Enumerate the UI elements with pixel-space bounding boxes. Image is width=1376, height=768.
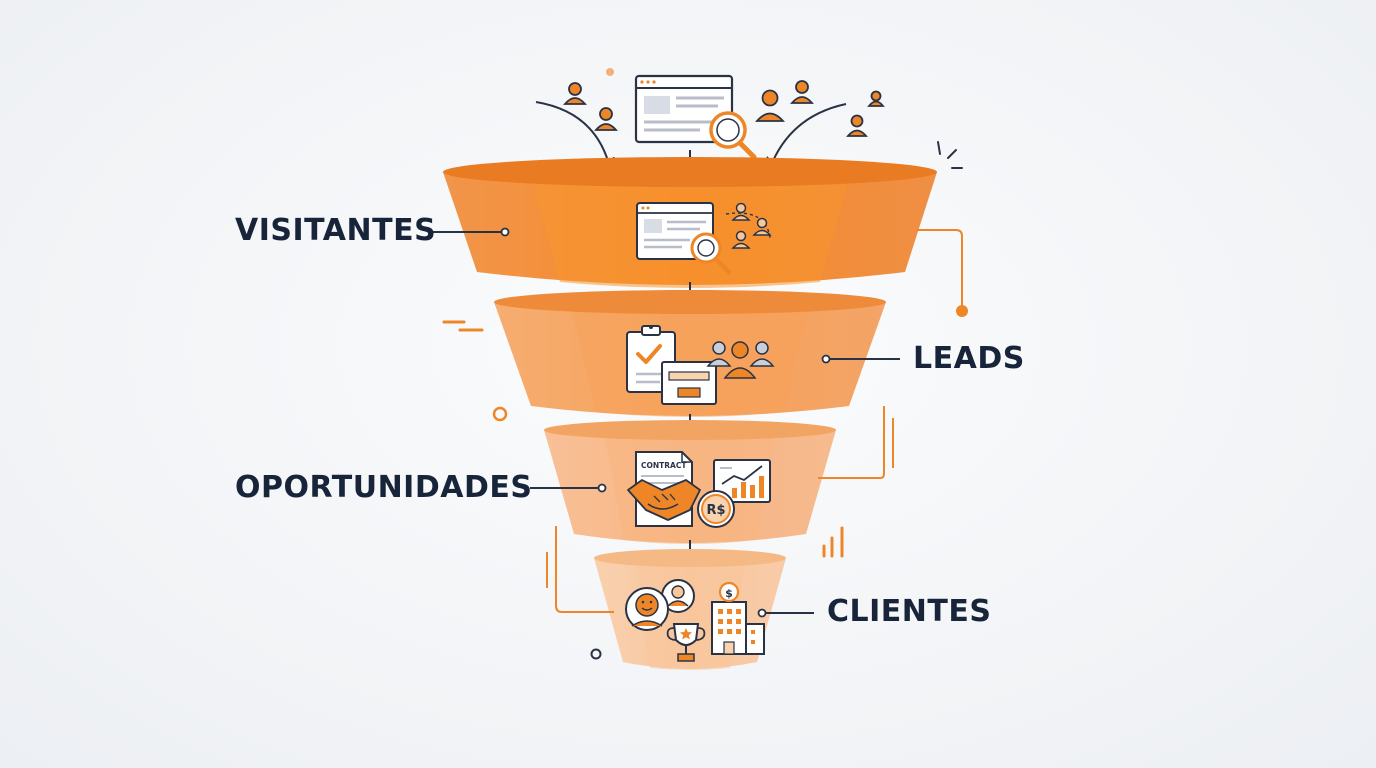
connector-visitantes	[432, 227, 510, 237]
person-icon	[790, 80, 814, 104]
sparkle-icon	[937, 141, 963, 169]
person-icon	[846, 114, 868, 137]
visitor-person-icons	[563, 80, 885, 137]
side-connector-orange-2	[818, 406, 894, 479]
handshake-icon	[627, 479, 701, 521]
currency-label: R$	[706, 503, 725, 518]
decor-dot	[606, 68, 614, 76]
dollar-label: $	[725, 587, 733, 600]
stage-label-oportunidades: OPORTUNIDADES	[235, 470, 533, 505]
people-group-icon	[706, 341, 775, 379]
decor-ring	[492, 406, 508, 422]
connector-clientes	[757, 608, 814, 618]
entry-arrow-right	[770, 103, 847, 168]
lead-form-icon	[626, 325, 775, 405]
connector-oportunidades	[530, 483, 607, 493]
decor-dashes-left	[442, 320, 484, 332]
side-connector-orange-3	[546, 526, 614, 613]
stage-label-visitantes: VISITANTES	[235, 213, 437, 248]
person-icon	[867, 90, 885, 107]
decor-bars	[822, 526, 844, 558]
trophy-icon	[666, 623, 706, 662]
currency-coin-icon: R$	[697, 490, 735, 528]
connector-leads	[821, 354, 900, 364]
person-icon	[594, 107, 618, 131]
person-icon	[755, 89, 785, 122]
entry-arrow-left	[535, 101, 610, 168]
contract-label: CONTRACT	[641, 461, 687, 470]
top-browser-search-icon	[634, 74, 757, 160]
growth-chart-icon	[713, 459, 771, 503]
contract-deal-icon: CONTRACT R$	[627, 451, 771, 528]
side-connector-dot	[956, 305, 968, 317]
stage-label-clientes: CLIENTES	[827, 594, 992, 629]
company-building-icon: $	[711, 581, 765, 655]
side-connector-orange-1	[916, 229, 963, 306]
stage-label-leads: LEADS	[913, 341, 1025, 376]
browser-audience-icon	[636, 202, 772, 275]
person-icon	[563, 82, 587, 105]
happy-customers-icon	[625, 579, 695, 631]
decor-ring-small	[590, 648, 602, 660]
